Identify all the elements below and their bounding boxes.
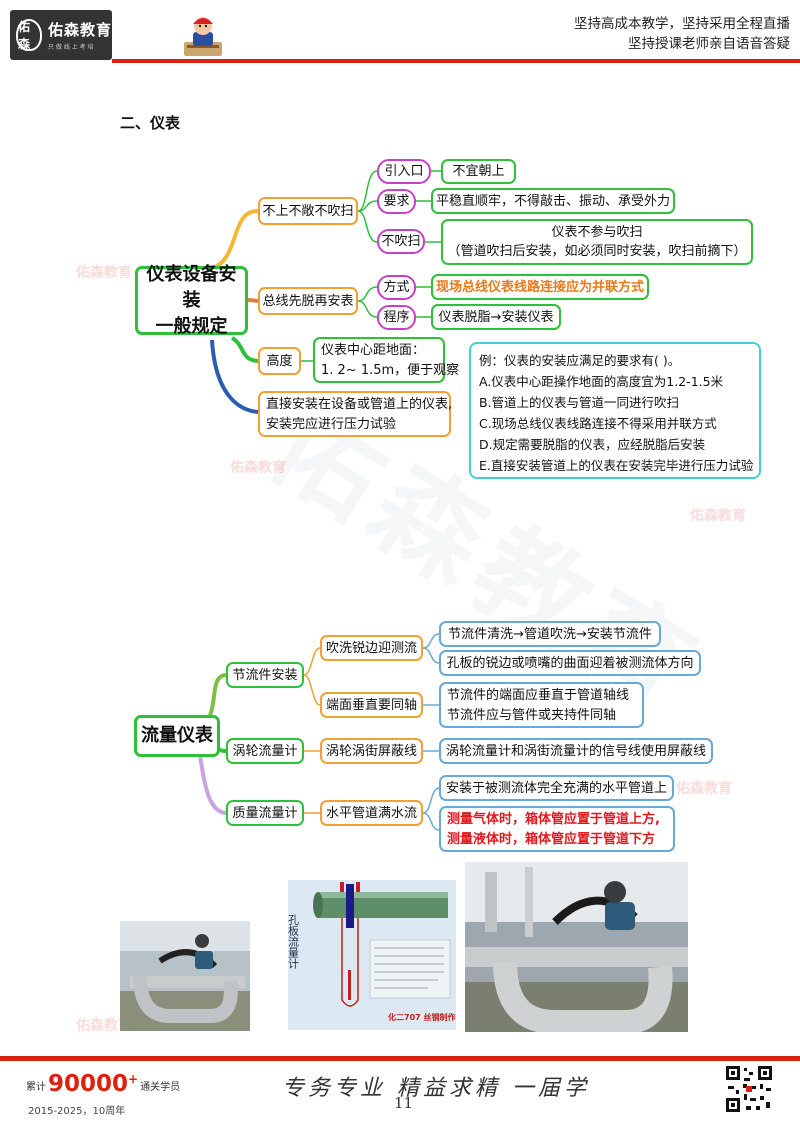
diagram-credit: 化二707 丝钢制作 <box>388 1012 455 1022</box>
logo-seal: 佑森 <box>16 19 42 51</box>
example-option: C.现场总线仪表线路连接不得采用并联方式 <box>479 416 717 431</box>
watermark: 佑森教育 <box>230 460 286 476</box>
leaf-throttle-sequence: 节流件清洗→管道吹洗→安装节流件 <box>439 621 661 647</box>
example-option: A.仪表中心距操作地面的高度宜为1.2-1.5米 <box>479 374 724 389</box>
leaf-gas-liquid: 测量气体时，箱体管应置于管道上方, 测量液体时，箱体管应置于管道下方 <box>439 806 675 852</box>
node-requirement: 要求 <box>377 189 416 214</box>
mindmap1-root: 仪表设备安装 一般规定 <box>135 264 248 337</box>
leaf-face-coaxial: 节流件的端面应垂直于管道轴线 节流件应与管件或夹持件同轴 <box>439 682 644 728</box>
node-procedure: 程序 <box>377 305 416 330</box>
logo-tagline: 只 做 线 上 考 培 <box>48 44 94 51</box>
student-count: 累计 90000 + 通关学员 <box>26 1071 181 1097</box>
branch-pressure-test: 直接安装在设备或管道上的仪表, 安装完应进行压力试验 <box>258 391 452 437</box>
node-face-coaxial: 端面垂直要同轴 <box>320 692 423 718</box>
logo-text: 佑森教育 <box>48 21 113 39</box>
leaf-procedure: 仪表脱脂→安装仪表 <box>431 304 561 330</box>
branch-turbine: 涡轮流量计 <box>226 738 304 764</box>
leaf-height: 仪表中心距地面： 1. 2~ 1.5m，便于观察 <box>313 337 459 383</box>
leaf-shielded-cable: 涡轮流量计和涡街流量计的信号线使用屏蔽线 <box>439 738 713 764</box>
example-option: B.管道上的仪表与管道一同进行吹扫 <box>479 395 680 410</box>
node-purge-sharp-edge: 吹洗锐边迎测流 <box>320 635 423 661</box>
branch-bus-first: 总线先脱再安表 <box>258 287 358 315</box>
brand-logo: 佑森 佑森教育 只 做 线 上 考 培 <box>10 10 112 60</box>
header-slogan: 坚持高成本教学，坚持采用全程直播 坚持授课老师亲自语音答疑 <box>574 16 790 52</box>
photo-mass-flowmeter-left <box>120 921 250 1031</box>
page-number: 11 <box>394 1094 414 1112</box>
watermark: 佑森教育 <box>676 781 732 797</box>
leaf-full-horizontal: 安装于被测流体完全充满的水平管道上 <box>439 775 674 801</box>
node-shielded-cable: 涡轮涡街屏蔽线 <box>320 738 423 764</box>
example-question: 例：仪表的安装应满足的要求有( )。 A.仪表中心距操作地面的高度宜为1.2-1… <box>469 342 761 479</box>
diagram-title: 孔板流量计 <box>288 914 300 970</box>
header-divider <box>112 59 800 63</box>
example-option: E.直接安装管道上的仪表在安装完毕进行压力试验 <box>479 458 754 473</box>
orifice-flowmeter-diagram: 孔板流量计 化二707 丝钢制作 <box>288 880 456 1030</box>
leaf-method: 现场总线仪表线路连接应为并联方式 <box>431 274 649 300</box>
branch-height: 高度 <box>258 347 301 375</box>
footer-divider <box>0 1056 800 1061</box>
mindmap2-root: 流量仪表 <box>134 715 220 757</box>
photo-mass-flowmeter-right <box>465 862 688 1032</box>
leaf-no-purge: 仪表不参与吹扫 （管道吹扫后安装，如必须同时安装，吹扫前摘下） <box>441 219 753 265</box>
leaf-inlet: 不宜朝上 <box>441 159 516 184</box>
watermark: 佑森教育 <box>690 508 746 524</box>
branch-throttle: 节流件安装 <box>226 662 304 688</box>
qr-code-icon[interactable] <box>724 1064 774 1114</box>
leaf-requirement: 平稳直顺牢，不得敲击、振动、承受外力 <box>431 188 675 214</box>
node-inlet: 引入口 <box>377 159 431 184</box>
node-no-purge: 不吹扫 <box>377 229 425 254</box>
watermark: 佑森教育 <box>76 265 132 281</box>
anniversary: 2015-2025，10周年 <box>28 1106 126 1117</box>
handwritten-motto: 专务专业 精益求精 一届学 <box>282 1076 590 1101</box>
node-method: 方式 <box>377 275 416 300</box>
branch-mass-flow: 质量流量计 <box>226 800 304 826</box>
node-full-horizontal: 水平管道满水流 <box>320 800 423 826</box>
mascot-icon <box>184 17 222 56</box>
example-stem: 例：仪表的安装应满足的要求有( )。 <box>479 353 681 368</box>
leaf-orifice-direction: 孔板的锐边或喷嘴的曲面迎着被测流体方向 <box>439 650 701 676</box>
branch-no-cover: 不上不敞不吹扫 <box>258 197 358 225</box>
section-title: 二、仪表 <box>120 114 181 132</box>
example-option: D.规定需要脱脂的仪表，应经脱脂后安装 <box>479 437 706 452</box>
watermark: 佑森教育 <box>76 1018 132 1034</box>
